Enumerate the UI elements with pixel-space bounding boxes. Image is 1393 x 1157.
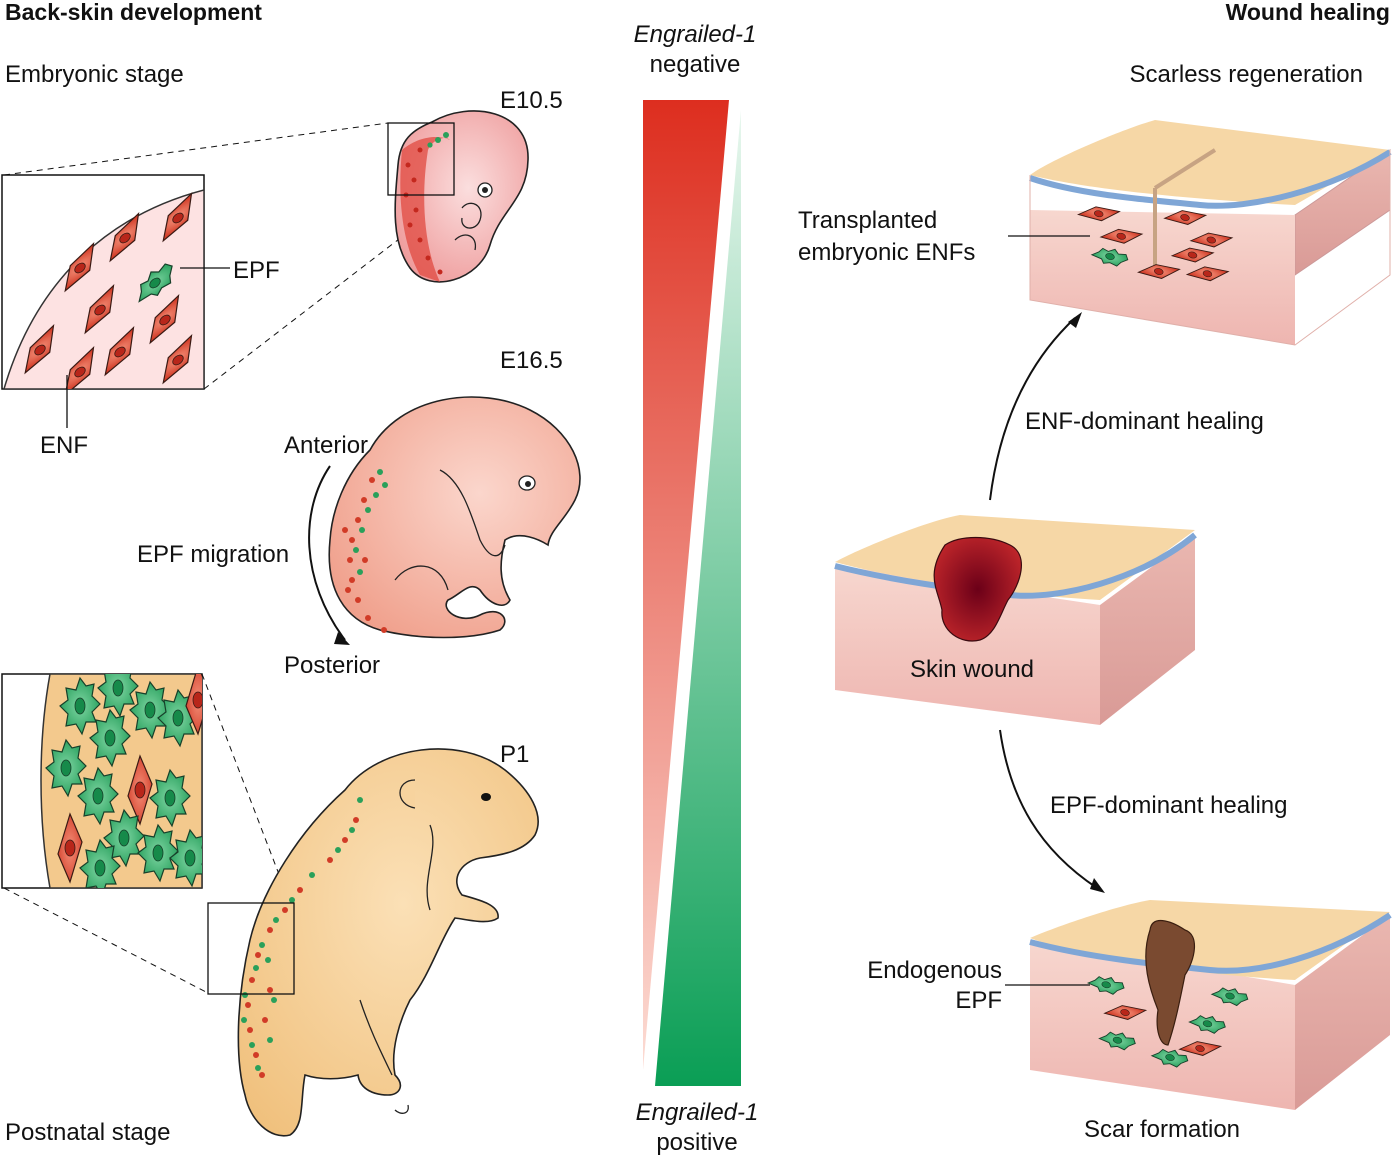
- scar-formation-label: Scar formation: [1084, 1116, 1240, 1143]
- scarless-skin-block: [1029, 120, 1392, 346]
- enf-label: ENF: [40, 432, 88, 459]
- top-gene-label: Engrailed-1: [634, 21, 757, 48]
- left-section-title: Back-skin development: [5, 0, 262, 25]
- green-gradient-wedge: [655, 110, 741, 1086]
- e10-embryo: [394, 110, 529, 283]
- postnatal-stage-label: Postnatal stage: [5, 1119, 170, 1146]
- transplanted-label-line1: Transplanted: [798, 207, 937, 234]
- transplanted-label-line2: embryonic ENFs: [798, 239, 975, 266]
- e16-embryo: [328, 396, 581, 639]
- embryonic-stage-label: Embryonic stage: [5, 61, 184, 88]
- epf-migration-label: EPF migration: [137, 541, 289, 568]
- top-state-label: negative: [650, 51, 741, 78]
- skin-wound-label: Skin wound: [910, 656, 1034, 683]
- bottom-state-label: positive: [656, 1129, 737, 1156]
- enf-dominant-label: ENF-dominant healing: [1025, 408, 1264, 435]
- epf-label: EPF: [233, 257, 280, 284]
- endogenous-label-line1: Endogenous: [867, 957, 1002, 984]
- epf-dominant-label: EPF-dominant healing: [1050, 792, 1287, 819]
- anterior-label: Anterior: [284, 432, 368, 459]
- embryonic-cell-inset: [1, 174, 205, 390]
- bottom-gene-label: Engrailed-1: [636, 1099, 759, 1126]
- red-gradient-wedge: [643, 100, 729, 1070]
- e16-label: E16.5: [500, 347, 563, 374]
- p1-pup: [237, 748, 539, 1137]
- wound-skin-block: [834, 515, 1197, 725]
- p1-label: P1: [500, 741, 529, 768]
- e10-label: E10.5: [500, 87, 563, 114]
- right-section-title: Wound healing: [1226, 0, 1390, 25]
- postnatal-cell-inset: [1, 673, 203, 889]
- endogenous-label-line2: EPF: [955, 987, 1002, 1014]
- scarless-regeneration-label: Scarless regeneration: [1130, 61, 1363, 88]
- scar-skin-block: [1029, 900, 1392, 1110]
- posterior-label: Posterior: [284, 652, 380, 679]
